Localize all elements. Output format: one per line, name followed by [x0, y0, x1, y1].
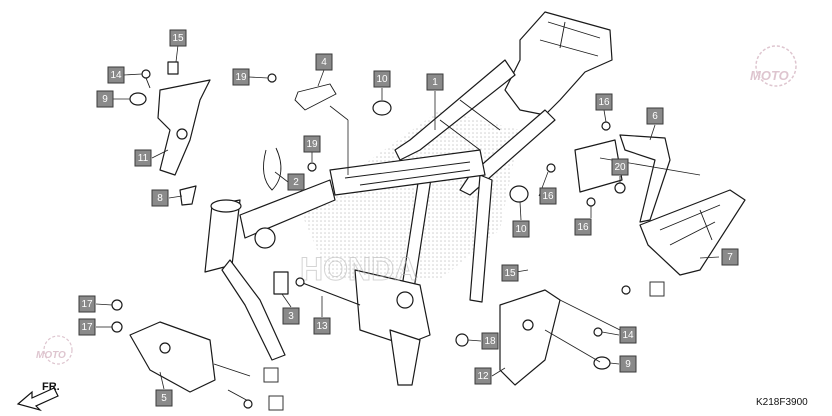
callout-19: 19	[232, 68, 250, 86]
callout-number: 16	[542, 191, 554, 202]
callout-number: 19	[235, 72, 247, 83]
callout-9: 9	[96, 90, 114, 108]
reference-box-1	[263, 367, 279, 383]
moto-watermark-logo: MOTO	[750, 45, 797, 87]
callout-number: 19	[306, 139, 318, 150]
callout-number: 12	[477, 371, 489, 382]
callout-11: 11	[134, 149, 152, 167]
leader-lines	[95, 44, 720, 390]
callout-number: 11	[138, 153, 149, 164]
callout-15: 15	[501, 264, 519, 282]
callout-6: 6	[646, 107, 664, 125]
reference-box-2	[268, 395, 284, 411]
callout-number: 15	[504, 268, 516, 279]
part-7-carrier	[639, 189, 746, 276]
callout-16: 16	[539, 187, 557, 205]
callout-14: 14	[619, 326, 637, 344]
callout-14: 14	[107, 66, 125, 84]
callout-number: 20	[614, 162, 626, 173]
callout-number: 9	[625, 359, 631, 370]
callout-number: 15	[172, 33, 184, 44]
part-11-bracket	[157, 79, 211, 176]
rear-fasteners	[267, 73, 631, 370]
callout-16: 16	[574, 218, 592, 236]
callout-3: 3	[282, 307, 300, 325]
part-10-grommet-mid	[509, 185, 529, 203]
callout-9: 9	[619, 355, 637, 373]
part-5-bolts	[213, 363, 253, 409]
callout-16: 16	[595, 93, 613, 111]
callout-labels: 15 14 9 11 8 19 4 19 2 10 1 16 6 20 16 16 10 7 15 3 13 18 14 9 1…	[78, 29, 739, 407]
callout-number: 16	[598, 97, 610, 108]
part-14-bolt	[141, 69, 151, 89]
callout-20: 20	[611, 158, 629, 176]
callout-number: 2	[293, 177, 299, 188]
callout-2: 2	[287, 173, 305, 191]
callout-1: 1	[426, 73, 444, 91]
callout-number: 1	[432, 77, 438, 88]
diagram-code: K218F3900	[756, 397, 808, 408]
callout-17: 17	[78, 318, 96, 336]
callout-number: 18	[484, 336, 496, 347]
svg-text:MOTO: MOTO	[36, 350, 66, 361]
callout-number: 10	[376, 74, 388, 85]
part-18-nut	[455, 333, 469, 347]
front-label: FR.	[42, 381, 60, 393]
main-frame	[204, 11, 613, 386]
part-17-nuts	[111, 299, 123, 333]
part-13-bolt	[295, 277, 361, 306]
callout-number: 17	[81, 299, 93, 310]
part-8-clamp	[179, 185, 197, 206]
callout-19: 19	[303, 135, 321, 153]
callout-8: 8	[151, 189, 169, 207]
svg-text:MOTO: MOTO	[750, 68, 789, 83]
callout-number: 10	[515, 224, 527, 235]
moto-watermark-logo-left: MOTO	[36, 335, 73, 365]
part-6-rear-bracket	[574, 134, 671, 223]
honda-watermark: HONDA	[300, 251, 417, 287]
callout-4: 4	[315, 53, 333, 71]
part-12-side-cover	[499, 289, 561, 386]
callout-17: 17	[78, 295, 96, 313]
callout-13: 13	[313, 317, 331, 335]
part-2-clamp	[263, 147, 282, 191]
part-9-grommet	[129, 92, 147, 106]
callout-number: 14	[622, 330, 634, 341]
callout-10: 10	[512, 220, 530, 238]
reference-box-3	[649, 281, 665, 297]
callout-number: 17	[81, 322, 93, 333]
callout-number: 3	[288, 311, 294, 322]
callout-5: 5	[155, 389, 173, 407]
callout-18: 18	[481, 332, 499, 350]
callout-number: 8	[157, 193, 163, 204]
part-3-pad	[273, 271, 289, 295]
callout-number: 14	[110, 70, 122, 81]
callout-number: 7	[727, 252, 733, 263]
part-4-hook	[294, 83, 337, 111]
callout-number: 16	[577, 222, 589, 233]
callout-15: 15	[169, 29, 187, 47]
callout-10: 10	[373, 70, 391, 88]
callout-number: 9	[102, 94, 108, 105]
part-10-grommet-top	[372, 100, 392, 116]
part-15-clip	[167, 61, 179, 75]
callout-number: 6	[652, 111, 658, 122]
callout-12: 12	[474, 367, 492, 385]
callout-number: 4	[321, 57, 327, 68]
front-direction-arrow: FR.	[16, 381, 60, 412]
callout-7: 7	[721, 248, 739, 266]
part-5-side-cover	[129, 321, 216, 393]
callout-number: 13	[316, 321, 328, 332]
callout-number: 5	[161, 393, 167, 404]
